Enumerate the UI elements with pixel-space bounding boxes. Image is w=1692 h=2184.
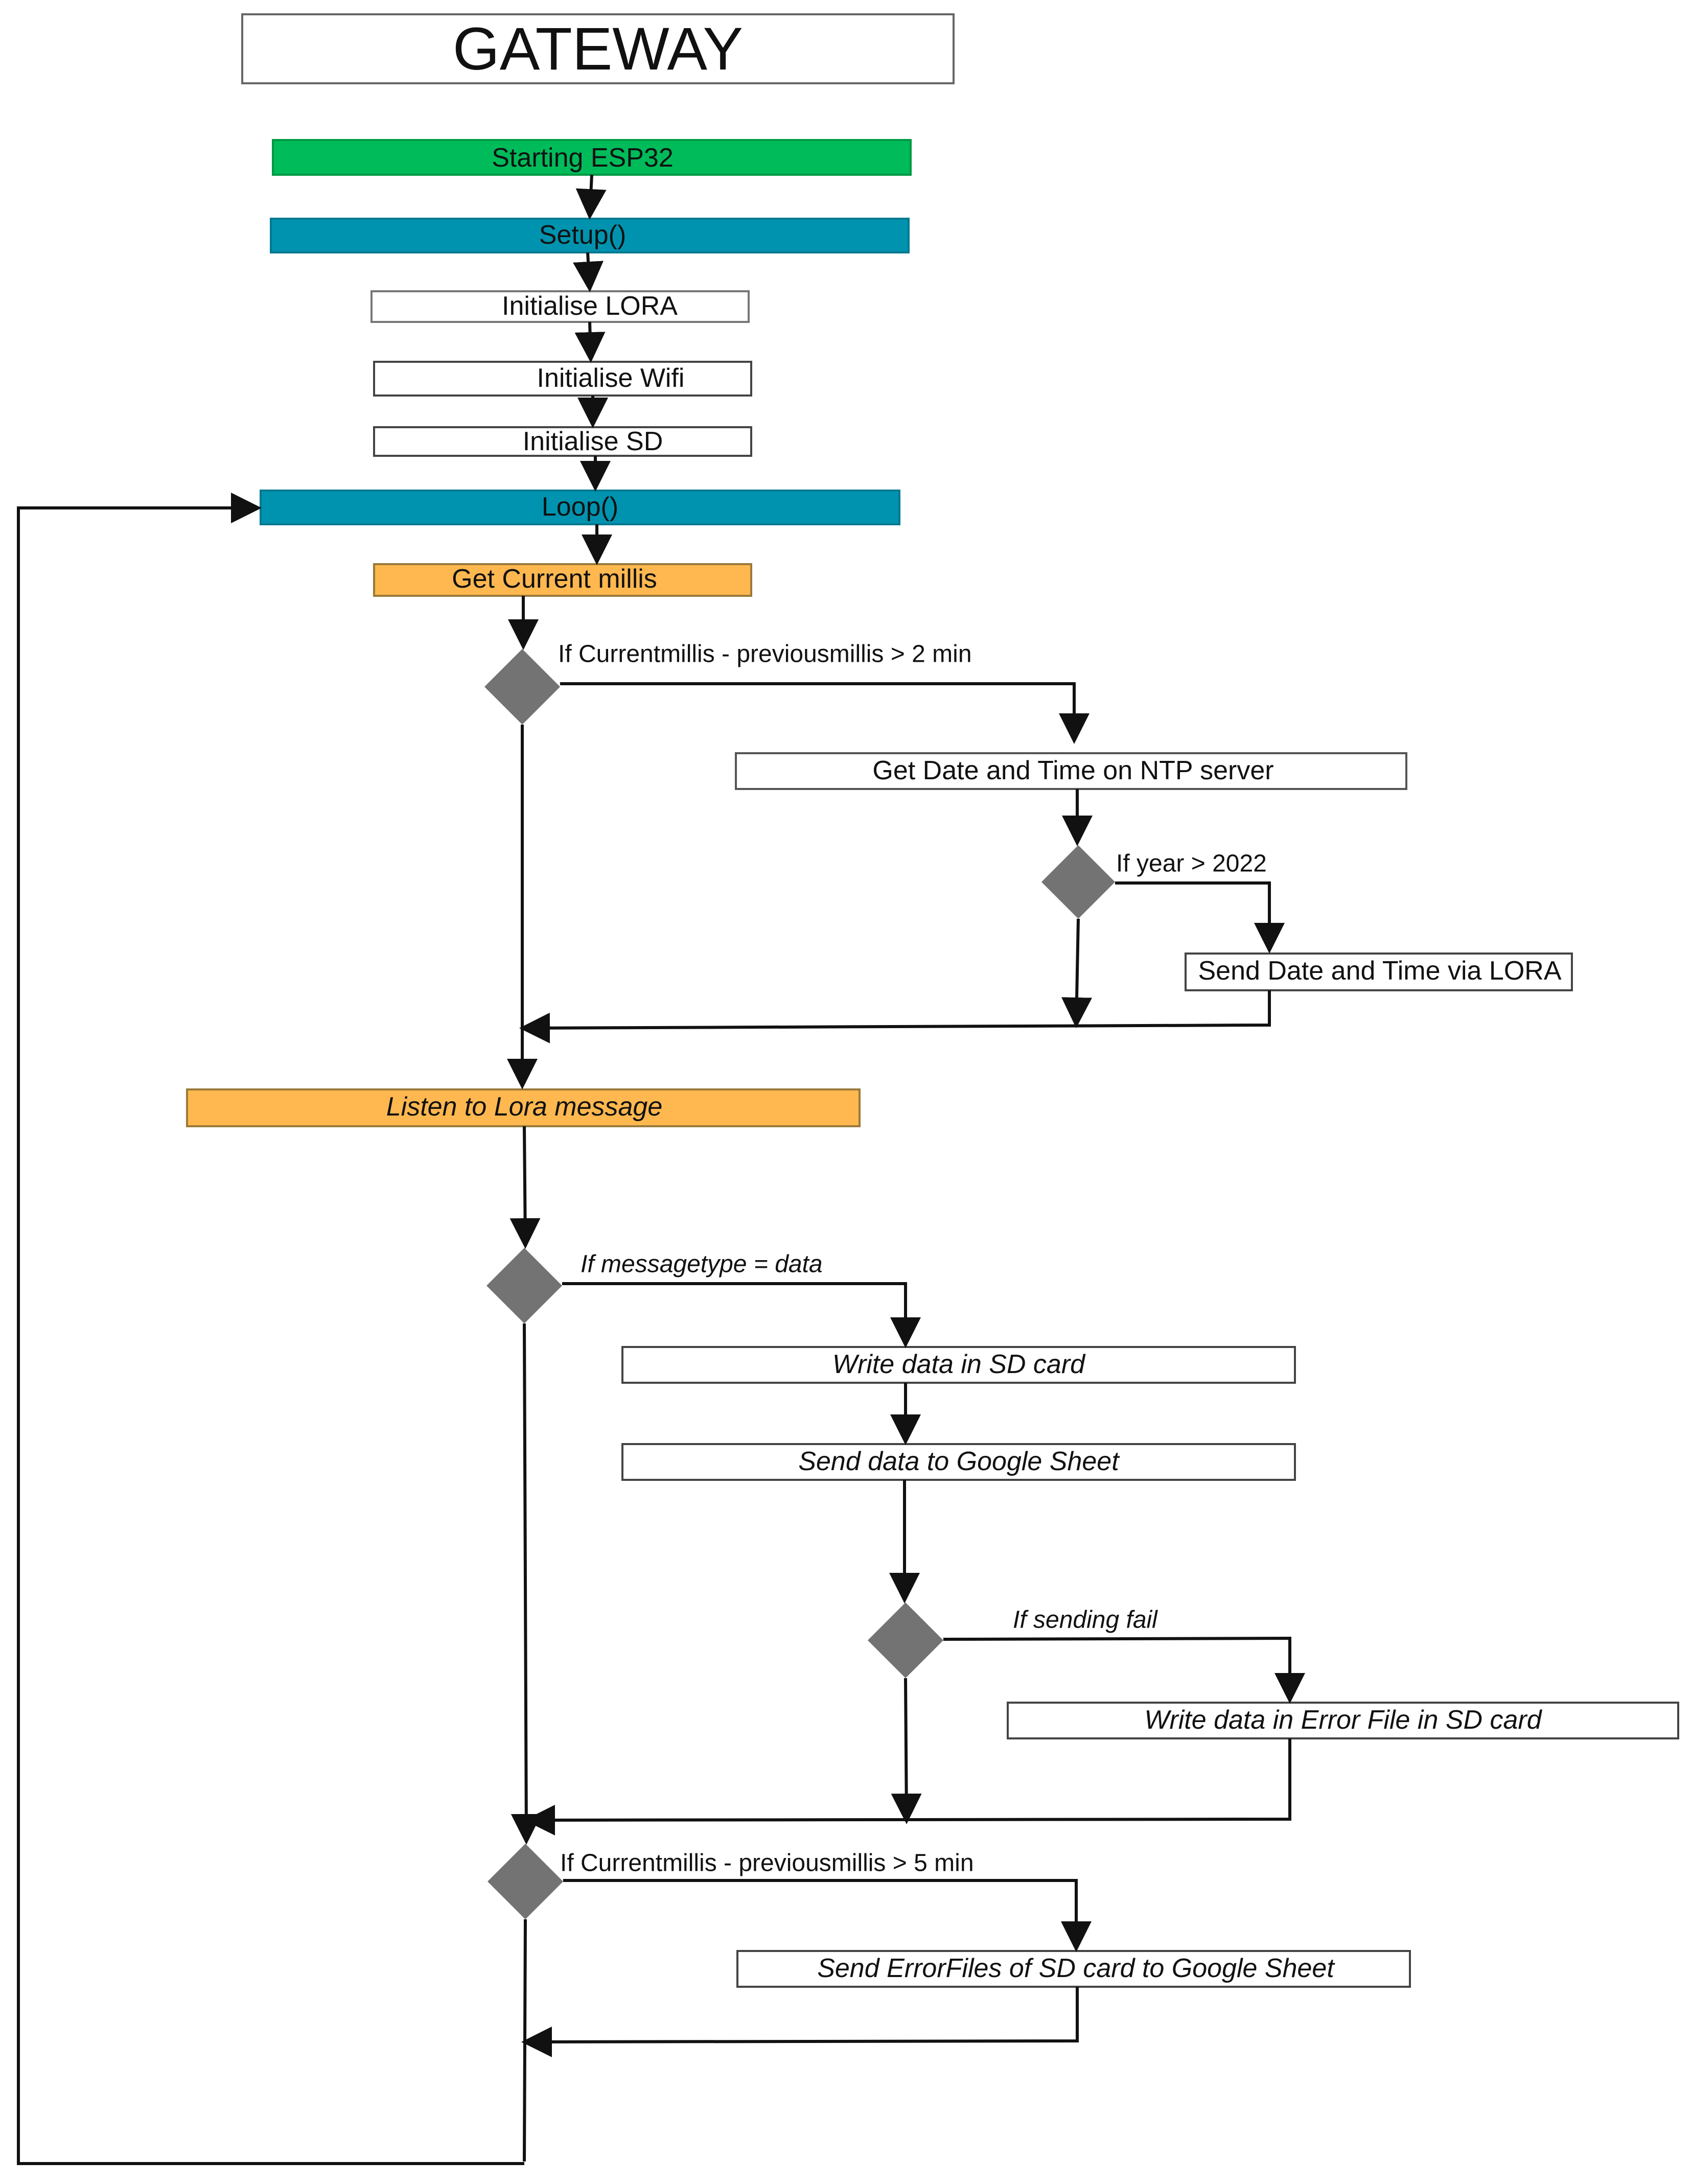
- edge-year-yes: [1115, 881, 1285, 954]
- node-send-errors: Send ErrorFiles of SD card to Google She…: [736, 1950, 1411, 1988]
- node-get-millis: Get Current millis: [373, 563, 752, 597]
- svg-text:Get Date and Time on NTP serv: Get Date and Time on NTP server: [872, 756, 1273, 785]
- edge-message-no: [511, 1323, 542, 1845]
- decision-message-type: [486, 1248, 562, 1323]
- condition-millis-2min: If Currentmillis - previousmillis > 2 mi…: [558, 641, 972, 668]
- edge-listen-decision: [509, 1126, 541, 1249]
- edge-error-merge: [524, 1738, 1291, 1836]
- decision-year: [1041, 845, 1115, 919]
- title-box: GATEWAY: [241, 13, 955, 84]
- edge-lora-wifi: [574, 321, 606, 363]
- edge-fail-no: [891, 1678, 922, 1824]
- svg-text:Get Current millis: Get Current millis: [452, 564, 657, 594]
- svg-text:Listen to Lora message: Listen to Lora message: [386, 1092, 663, 1122]
- node-get-ntp: Get Date and Time on NTP server: [735, 752, 1407, 790]
- edge-5min-no: [523, 1919, 527, 2162]
- condition-message-type: If messagetype = data: [581, 1251, 823, 1278]
- edges: [17, 174, 1305, 2165]
- page-title: GATEWAY: [453, 15, 743, 83]
- edge-5min-yes: [563, 1879, 1092, 1952]
- svg-text:Setup(): Setup(): [539, 220, 627, 250]
- edge-start-setup: [575, 174, 607, 220]
- edge-fail-yes: [943, 1636, 1305, 1704]
- decision-millis-5min: [488, 1844, 563, 1919]
- node-write-sd: Write data in SD card: [621, 1346, 1296, 1384]
- svg-text:Write data in SD card: Write data in SD card: [832, 1350, 1086, 1379]
- condition-sending-fail: If sending fail: [1013, 1607, 1158, 1634]
- edge-2min-yes: [560, 682, 1090, 744]
- svg-text:Send data to Google Sheet: Send data to Google Sheet: [798, 1447, 1120, 1476]
- node-write-error: Write data in Error File in SD card: [1007, 1702, 1679, 1739]
- svg-text:Write data in Error File in SD: Write data in Error File in SD card: [1144, 1705, 1542, 1735]
- node-send-datetime: Send Date and Time via LORA: [1185, 952, 1573, 991]
- edge-message-yes: [562, 1282, 921, 1348]
- node-init-sd: Initialise SD: [373, 426, 752, 457]
- node-start: Starting ESP32: [272, 139, 912, 176]
- condition-millis-5min: If Currentmillis - previousmillis > 5 mi…: [560, 1850, 974, 1877]
- svg-text:Loop(): Loop(): [542, 492, 618, 522]
- decision-millis-2min: [484, 649, 560, 725]
- edge-senderrors-merge: [521, 1987, 1079, 2057]
- edge-datetime-merge: [519, 990, 1271, 1043]
- svg-text:Initialise SD: Initialise SD: [523, 427, 663, 456]
- svg-text:Send ErrorFiles of SD card to: Send ErrorFiles of SD card to Google She…: [817, 1954, 1335, 1983]
- node-loop: Loop(): [260, 490, 900, 525]
- edge-setup-lora: [573, 252, 604, 292]
- node-setup: Setup(): [270, 218, 910, 253]
- svg-text:Initialise Wifi: Initialise Wifi: [537, 363, 685, 393]
- svg-text:Starting ESP32: Starting ESP32: [492, 143, 674, 173]
- node-send-sheet: Send data to Google Sheet: [621, 1443, 1296, 1481]
- condition-year: If year > 2022: [1116, 850, 1267, 877]
- node-listen: Listen to Lora message: [186, 1088, 861, 1127]
- edge-loop-back: [17, 493, 524, 2165]
- edge-year-no: [1061, 918, 1093, 1028]
- svg-text:Initialise LORA: Initialise LORA: [502, 291, 678, 321]
- node-init-wifi: Initialise Wifi: [373, 361, 752, 397]
- node-init-lora: Initialise LORA: [370, 290, 750, 323]
- svg-text:Send Date and Time via LORA: Send Date and Time via LORA: [1198, 956, 1561, 986]
- decision-sending-fail: [868, 1602, 943, 1678]
